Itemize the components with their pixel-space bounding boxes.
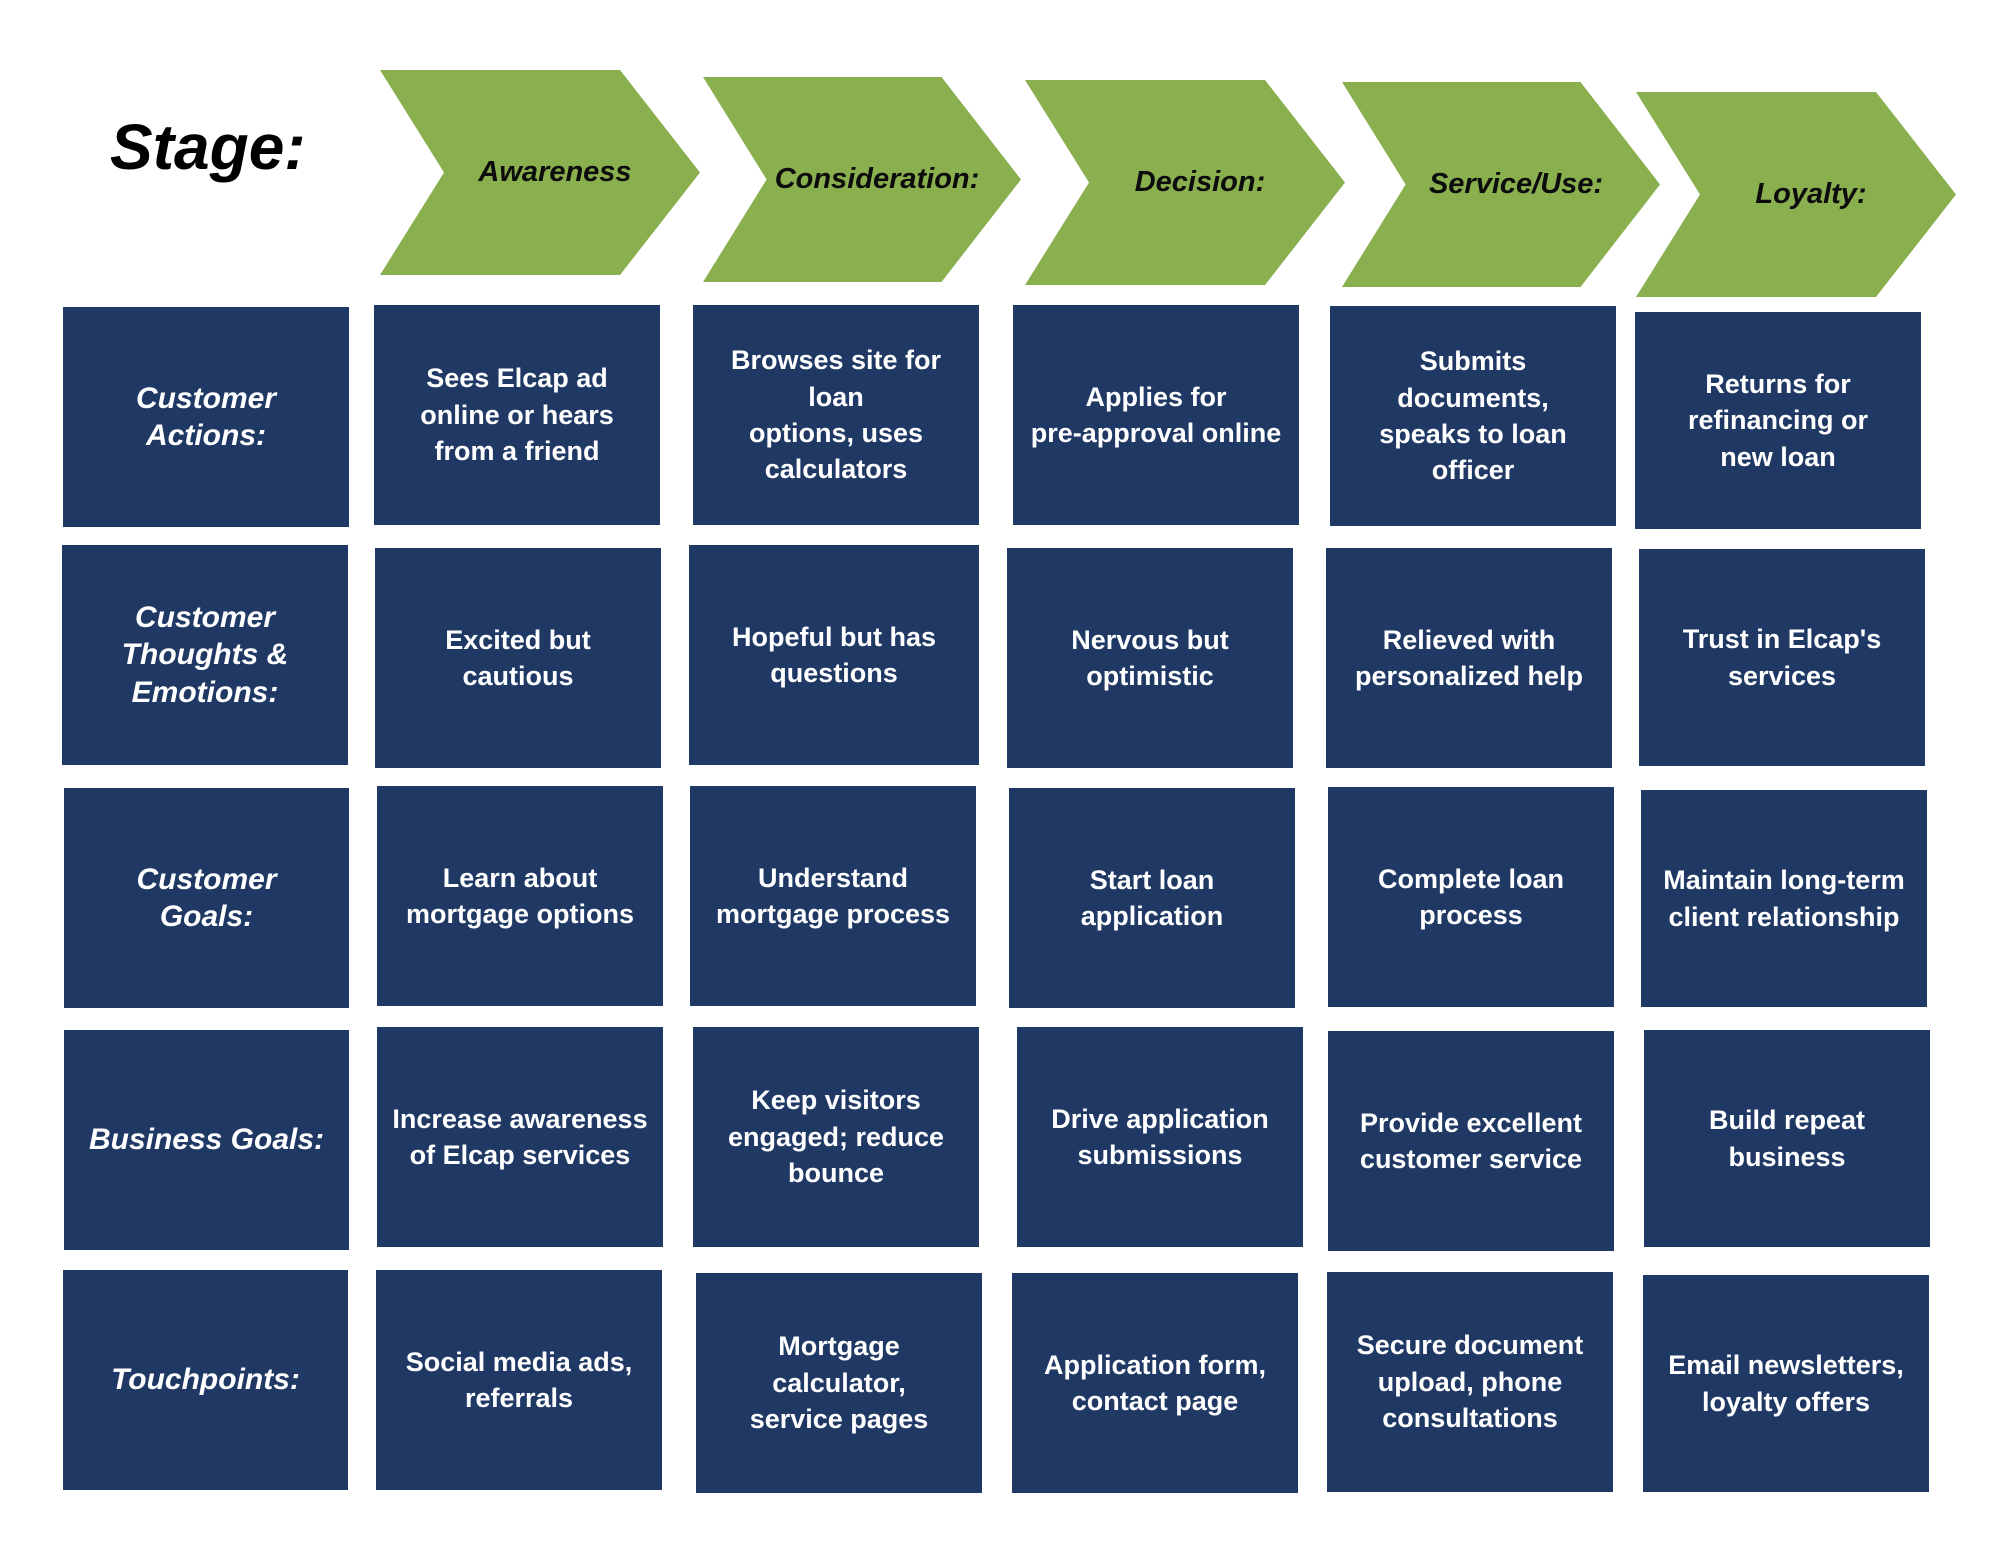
cell-touchpoints-consideration: Mortgage calculator, service pages xyxy=(696,1273,982,1493)
row-label-customer-goals: Customer Goals: xyxy=(64,788,349,1008)
cell-emotions-decision: Nervous but optimistic xyxy=(1007,548,1293,768)
cell-actions-loyalty: Returns for refinancing or new loan xyxy=(1635,312,1921,529)
cell-emotions-awareness: Excited but cautious xyxy=(375,548,661,768)
cell-business-loyalty: Build repeat business xyxy=(1644,1030,1930,1247)
cell-business-decision: Drive application submissions xyxy=(1017,1027,1303,1247)
cell-business-consideration: Keep visitors engaged; reduce bounce xyxy=(693,1027,979,1247)
cell-actions-awareness: Sees Elcap ad online or hears from a fri… xyxy=(374,305,660,525)
stage-chevron-loyalty: Loyalty: xyxy=(1636,92,1956,297)
stage-label: Awareness xyxy=(478,156,632,188)
cell-emotions-loyalty: Trust in Elcap's services xyxy=(1639,549,1925,766)
cell-goals-decision: Start loan application xyxy=(1009,788,1295,1008)
stage-label: Loyalty: xyxy=(1755,178,1867,210)
cell-business-awareness: Increase awareness of Elcap services xyxy=(377,1027,663,1247)
row-label-business-goals: Business Goals: xyxy=(64,1030,349,1250)
row-label-touchpoints: Touchpoints: xyxy=(63,1270,348,1490)
cell-goals-service-use: Complete loan process xyxy=(1328,787,1614,1007)
cell-actions-consideration: Browses site for loan options, uses calc… xyxy=(693,305,979,525)
stage-title: Stage: xyxy=(110,111,306,183)
cell-touchpoints-service-use: Secure document upload, phone consultati… xyxy=(1327,1272,1613,1492)
cell-touchpoints-loyalty: Email newsletters, loyalty offers xyxy=(1643,1275,1929,1492)
cell-emotions-service-use: Relieved with personalized help xyxy=(1326,548,1612,768)
stage-chevron-consideration: Consideration: xyxy=(703,77,1021,282)
cell-goals-loyalty: Maintain long-term client relationship xyxy=(1641,790,1927,1007)
stage-label: Consideration: xyxy=(774,163,980,195)
cell-actions-service-use: Submits documents, speaks to loan office… xyxy=(1330,306,1616,526)
cell-touchpoints-awareness: Social media ads, referrals xyxy=(376,1270,662,1490)
cell-goals-consideration: Understand mortgage process xyxy=(690,786,976,1006)
stage-chevron-awareness: Awareness xyxy=(380,70,700,275)
cell-business-service-use: Provide excellent customer service xyxy=(1328,1031,1614,1251)
row-label-customer-actions: Customer Actions: xyxy=(63,307,349,527)
cell-touchpoints-decision: Application form, contact page xyxy=(1012,1273,1298,1493)
cell-emotions-consideration: Hopeful but has questions xyxy=(689,545,979,765)
stage-chevron-decision: Decision: xyxy=(1025,80,1345,285)
cell-goals-awareness: Learn about mortgage options xyxy=(377,786,663,1006)
stage-chevron-service-use: Service/Use: xyxy=(1342,82,1660,287)
cell-actions-decision: Applies for pre-approval online xyxy=(1013,305,1299,525)
stage-label: Service/Use: xyxy=(1428,168,1604,200)
row-label-thoughts-emotions: Customer Thoughts & Emotions: xyxy=(62,545,348,765)
stage-label: Decision: xyxy=(1134,166,1266,198)
